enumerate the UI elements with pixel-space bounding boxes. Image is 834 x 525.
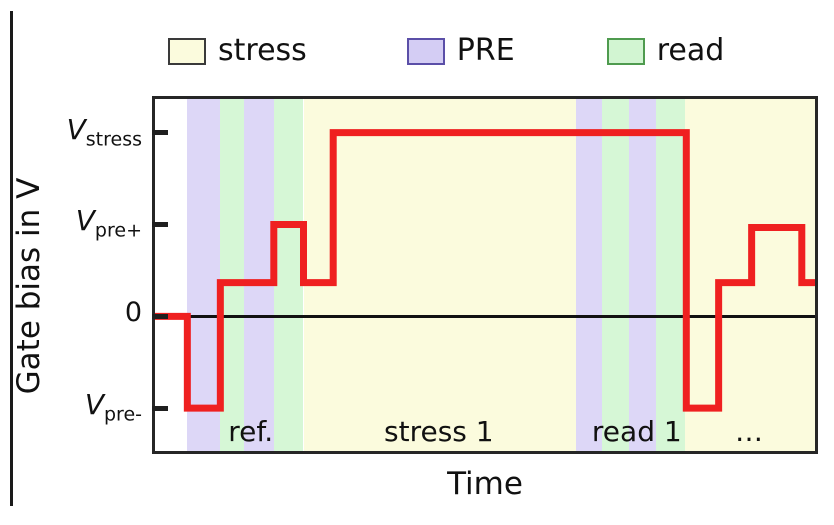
y-axis-tick-label: Vstress [66,112,142,151]
y-axis-tick-label: Vpre+ [75,204,142,242]
legend-item-read: read [606,33,725,68]
read-swatch [606,37,645,65]
waveform-trace [155,99,815,451]
plot-area: ref. stress 1 read 1 … [152,96,818,454]
stress-swatch [168,37,206,65]
legend-label-pre: PRE [456,33,515,68]
phase-annotation: ref. [228,414,274,448]
zero-reference-line [155,314,815,318]
waveform-polyline [155,133,815,408]
phase-band-PRE [187,99,221,451]
phase-band-stress [303,99,577,451]
y-axis-tick [152,221,168,227]
phase-band-read [602,99,629,451]
legend-item-pre: PRE [406,33,515,68]
phase-band-PRE [244,99,274,451]
phase-band-read [273,99,304,451]
legend: stress PRE read [150,24,820,78]
x-axis-title: Time [447,466,523,502]
phase-band-PRE [576,99,603,451]
legend-label-read: read [656,33,725,68]
phase-band-PRE [628,99,656,451]
y-axis-tick [152,313,168,319]
y-axis-tick [152,130,168,136]
phase-band-read [220,99,245,451]
phase-band-read [655,99,685,451]
y-axis-tick [152,405,168,411]
legend-item-stress: stress [168,36,307,66]
y-axis-tick-label: Vpre- [84,388,142,426]
phase-annotation: … [735,414,763,448]
pre-swatch [406,37,445,65]
y-axis-tick-label: 0 [124,297,142,329]
phase-annotation: read 1 [591,414,682,448]
legend-label-stress: stress [218,33,307,68]
phase-annotation: stress 1 [384,414,494,448]
figure-left-rule [10,11,13,506]
phase-band-none [155,99,188,451]
